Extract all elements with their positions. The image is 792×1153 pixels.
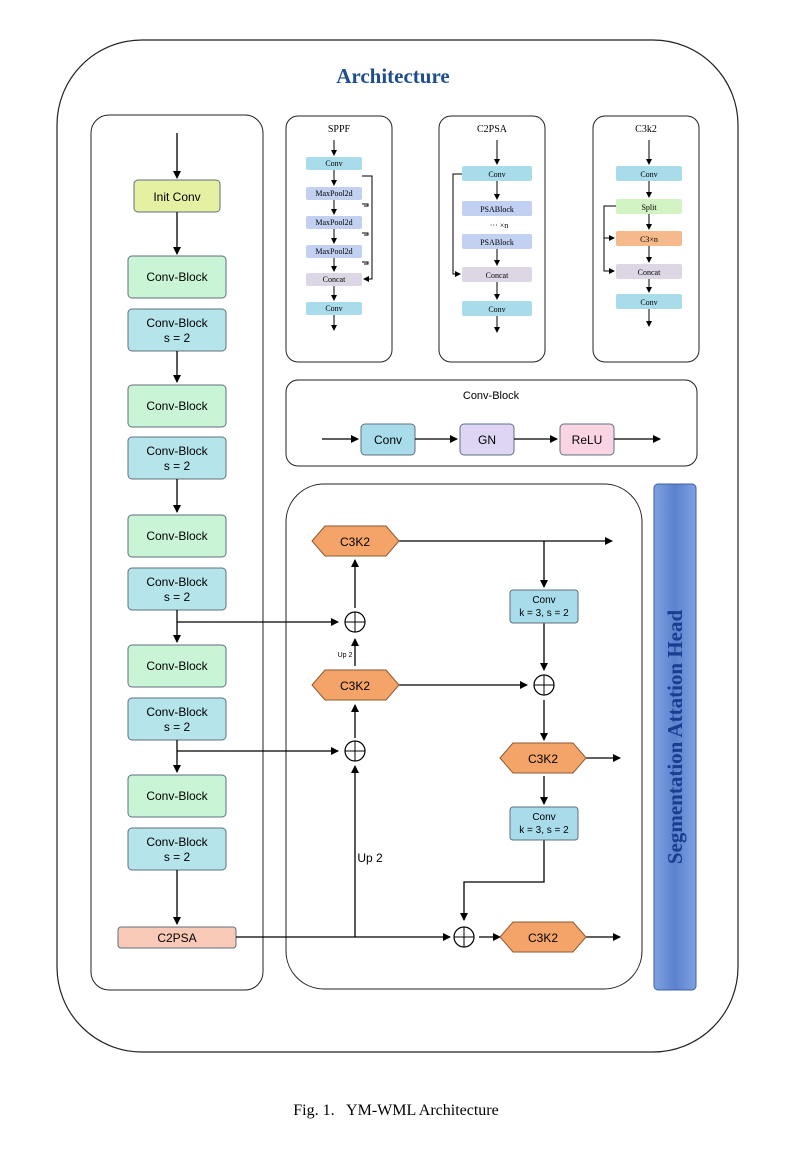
c2psa-panel: C2PSA Conv PSABlock ··· ×n PSABlock Conc… — [438, 115, 546, 363]
sppf-maxpool — [306, 187, 362, 200]
sppf-maxpool-label: MaxPool2d — [315, 247, 352, 256]
split-label: Split — [641, 203, 657, 212]
c2psa-concat — [462, 267, 532, 282]
psablock-label: PSABlock — [480, 205, 514, 214]
sppf-conv — [306, 157, 362, 170]
conv-block-label: Conv-Block — [146, 789, 208, 803]
psablock — [462, 201, 532, 216]
stride-value: s = 2 — [164, 331, 191, 345]
stride-value: s = 2 — [164, 850, 191, 864]
sppf-conv — [306, 302, 362, 315]
conv-block-stride-label: Conv-Block — [146, 835, 208, 849]
conv-block — [127, 644, 227, 688]
conv-block-stride-label: Conv-Block — [146, 444, 208, 458]
conv-block-stride-label: Conv-Block — [146, 316, 208, 330]
sppf-conv-label: Conv — [325, 304, 342, 313]
conv-block-label: Conv-Block — [146, 399, 208, 413]
c3k2-conv-label: Conv — [640, 298, 657, 307]
c2psa-conv — [462, 301, 532, 316]
sppf-panel: SPPF Conv MaxPool2d MaxPool2d MaxPool2d … — [285, 115, 393, 363]
c2psa-conv — [462, 166, 532, 181]
head-conv-params: k = 3, s = 2 — [519, 608, 569, 619]
conv-block — [127, 514, 227, 558]
conv-block-panel-title: Conv-Block — [463, 390, 520, 402]
c3k2-node-label: C3K2 — [528, 752, 558, 766]
head-connections — [177, 537, 621, 941]
c2psa-title: C2PSA — [477, 124, 508, 135]
head-conv-params: k = 3, s = 2 — [519, 825, 569, 836]
c2psa-conv-label: Conv — [488, 170, 505, 179]
conv-block-panel: Conv-Block Conv GN ReLU — [285, 379, 698, 467]
sppf-concat — [306, 273, 362, 286]
stride-value: s = 2 — [164, 720, 191, 734]
backbone: Init Conv Conv-Block Conv-Block s = 2 Co… — [117, 133, 237, 949]
conv-block — [127, 774, 227, 818]
segmentation-head-label: Segmentation Attation Head — [663, 610, 687, 865]
add-node — [453, 926, 475, 948]
head-conv-label: Conv — [532, 595, 555, 606]
c3k2-concat — [616, 264, 682, 279]
sppf-maxpool-label: MaxPool2d — [315, 218, 352, 227]
upsample-small-label: Up 2 — [338, 652, 353, 659]
repeat-label: ··· ×n — [490, 221, 509, 230]
c3k2-conv — [616, 166, 682, 181]
c3k2-panel: C3k2 Conv Split C3×n Concat Conv — [592, 115, 700, 363]
conv-block — [127, 384, 227, 428]
diagram-title: Architecture — [336, 64, 450, 88]
upsample-label: Up 2 — [357, 851, 383, 865]
head-panel — [285, 483, 643, 990]
c3k2-node-label: C3K2 — [340, 679, 370, 693]
add-node — [344, 740, 366, 762]
segmentation-head-bar — [653, 483, 697, 991]
head-conv-block: Conv k = 3, s = 2 — [509, 589, 579, 624]
conv-block-label: Conv-Block — [146, 659, 208, 673]
head-conv-label: Conv — [532, 812, 555, 823]
head-conv-block: Conv k = 3, s = 2 — [509, 806, 579, 841]
stride-value: s = 2 — [164, 590, 191, 604]
sppf-title: SPPF — [328, 124, 351, 135]
relu-op-label: ReLU — [572, 433, 603, 447]
c3xn-block — [616, 231, 682, 246]
conv-block-stride-label: Conv-Block — [146, 705, 208, 719]
c3k2-node: C3K2 — [499, 742, 587, 774]
gn-op-label: GN — [478, 433, 496, 447]
backbone-panel — [90, 114, 264, 991]
sppf-conv-label: Conv — [325, 159, 342, 168]
figure-caption: Fig. 1. YM-WML Architecture — [293, 1102, 498, 1119]
sppf-concat-label: Concat — [323, 275, 346, 284]
split-block — [616, 199, 682, 214]
c3k2-node-label: C3K2 — [340, 535, 370, 549]
outer-frame — [56, 39, 739, 1053]
c3k2-node: C3K2 — [311, 525, 400, 557]
conv-block-label: Conv-Block — [146, 529, 208, 543]
c2psa-concat-label: Concat — [486, 271, 509, 280]
c2psa-conv-label: Conv — [488, 305, 505, 314]
stride-value: s = 2 — [164, 459, 191, 473]
c3k2-node: C3K2 — [499, 921, 587, 953]
c3k2-concat-label: Concat — [638, 268, 661, 277]
add-node — [344, 611, 366, 633]
c3k2-node-label: C3K2 — [528, 931, 558, 945]
add-node — [533, 674, 555, 696]
psablock — [462, 234, 532, 249]
c2psa-label: C2PSA — [157, 931, 196, 945]
sppf-maxpool — [306, 216, 362, 229]
init-conv-label: Init Conv — [153, 190, 200, 204]
c3xn-label: C3×n — [640, 235, 658, 244]
sppf-maxpool-label: MaxPool2d — [315, 189, 352, 198]
c3k2-conv — [616, 294, 682, 309]
conv-block-stride-label: Conv-Block — [146, 575, 208, 589]
c3k2-title: C3k2 — [635, 124, 657, 135]
sppf-maxpool — [306, 245, 362, 258]
conv-block — [127, 255, 227, 299]
c3k2-node: C3K2 — [311, 669, 400, 701]
psablock-label: PSABlock — [480, 238, 514, 247]
conv-op-label: Conv — [374, 433, 402, 447]
conv-block-label: Conv-Block — [146, 270, 208, 284]
c3k2-conv-label: Conv — [640, 170, 657, 179]
